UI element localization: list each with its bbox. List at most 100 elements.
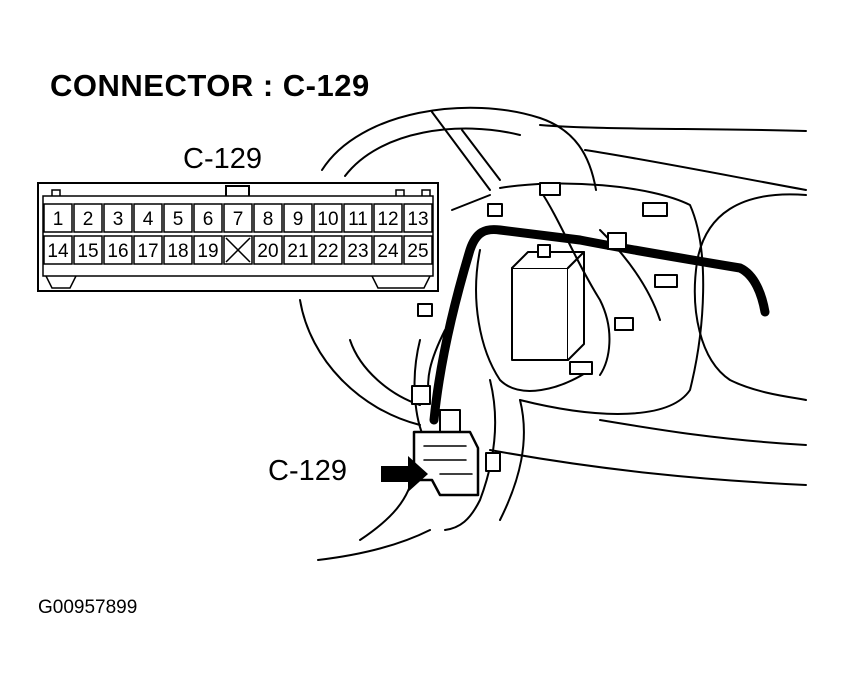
pin-number: 22 (317, 241, 338, 262)
pin-cavity (373, 235, 403, 265)
pin-number: 2 (83, 209, 94, 230)
pin-cavity (253, 235, 283, 265)
connector-location-label: C-129 (268, 455, 347, 487)
pin-number: 19 (197, 241, 218, 262)
pin-cavity (103, 235, 133, 265)
branch-wire-1 (475, 249, 591, 392)
pin-cavity (403, 203, 433, 233)
figure-id: G00957899 (38, 597, 138, 618)
pin-cavity (283, 203, 313, 233)
pin-number: 4 (143, 209, 154, 230)
connector-face-label: C-129 (183, 143, 262, 175)
pin-number: 15 (77, 241, 98, 262)
callout-arrow (381, 456, 428, 492)
small-connector-6 (614, 317, 634, 331)
pin-cavity (313, 203, 343, 233)
small-connector-4 (607, 232, 627, 250)
pin-cavity (283, 235, 313, 265)
small-connector-3 (642, 202, 668, 217)
pin-number: 16 (107, 241, 128, 262)
c129-mating-connector (485, 452, 501, 472)
steering-column-line-2 (461, 129, 501, 181)
pin-cavity (223, 203, 253, 233)
pin-cavity (133, 203, 163, 233)
dash-lower-panel (499, 182, 705, 415)
connector-outer-housing (37, 182, 439, 292)
small-connector-7 (569, 361, 593, 375)
pin-cavity (343, 203, 373, 233)
left-trim-inner (349, 339, 421, 406)
pin-number: 24 (377, 241, 399, 262)
steering-column-line (431, 111, 491, 191)
dash-lower-edge (599, 419, 807, 446)
connector-notch-left (51, 189, 61, 196)
connector-key-right (371, 275, 431, 289)
pin-number: 13 (407, 209, 428, 230)
branch-wire-2 (539, 189, 611, 376)
branch-wire-5 (444, 379, 497, 531)
pin-number: 8 (263, 209, 274, 230)
pin-number: 11 (348, 209, 368, 230)
pin-number: 21 (287, 241, 308, 262)
small-connector-10 (439, 409, 461, 433)
junction-block (511, 267, 569, 361)
c129-installed-connector-ribs (423, 445, 473, 475)
column-cover-line (451, 194, 491, 211)
pin-cavity (253, 203, 283, 233)
steering-wheel-inner-arc (344, 127, 521, 177)
connector-lock-tab (225, 185, 250, 196)
pin-number: 3 (113, 209, 124, 230)
pin-number: 9 (293, 209, 304, 230)
junction-block-side (567, 251, 585, 361)
small-connector-2 (487, 203, 503, 217)
pin-cavity (43, 203, 73, 233)
pin-cavity (73, 203, 103, 233)
connector-notch-right-a (395, 189, 405, 196)
pin-number: 17 (137, 241, 158, 262)
pin-number: 20 (257, 241, 278, 262)
connector-notch-right-b (421, 189, 431, 196)
dashboard-illustration (299, 106, 807, 561)
small-connector-9 (411, 385, 431, 405)
pin-cavity (163, 235, 193, 265)
pin-number: 12 (377, 209, 398, 230)
pin-cavity (133, 235, 163, 265)
pin-number: 25 (407, 241, 428, 262)
pin-cavity (73, 235, 103, 265)
floor-line (489, 449, 807, 486)
pin-number: 14 (47, 241, 69, 262)
pin-cavity (193, 203, 223, 233)
pin-number: 1 (53, 209, 64, 230)
pin-cavity (343, 235, 373, 265)
small-connector-1 (539, 182, 561, 196)
pin-number: 6 (203, 209, 214, 230)
pin-number: 18 (167, 241, 188, 262)
pin-number: 5 (173, 209, 184, 230)
pin-cavity (193, 235, 223, 265)
small-connector-11 (537, 244, 551, 258)
pin-number: 23 (347, 241, 368, 262)
main-wire-harness (429, 225, 770, 425)
arrow-right-icon (381, 456, 428, 492)
pin-number: 10 (317, 209, 338, 230)
pin-cavity (223, 235, 253, 265)
connector-key-left (45, 275, 77, 289)
small-connector-5 (654, 274, 678, 288)
pin-cavity (313, 235, 343, 265)
pin-cavity (103, 203, 133, 233)
empty-cavity-mark (225, 237, 251, 263)
dash-upper-panel (584, 149, 807, 191)
small-connector-8 (417, 303, 433, 317)
branch-wire-6 (499, 399, 525, 521)
c129-installed-connector (412, 430, 480, 497)
diagram-title: CONNECTOR : C-129 (50, 68, 370, 103)
pin-number: 7 (233, 209, 244, 230)
pin-cavity (163, 203, 193, 233)
dash-glovebox-opening (693, 193, 807, 401)
left-trim-curve (299, 299, 421, 426)
dash-top-edge (539, 124, 807, 132)
pin-cavity (373, 203, 403, 233)
